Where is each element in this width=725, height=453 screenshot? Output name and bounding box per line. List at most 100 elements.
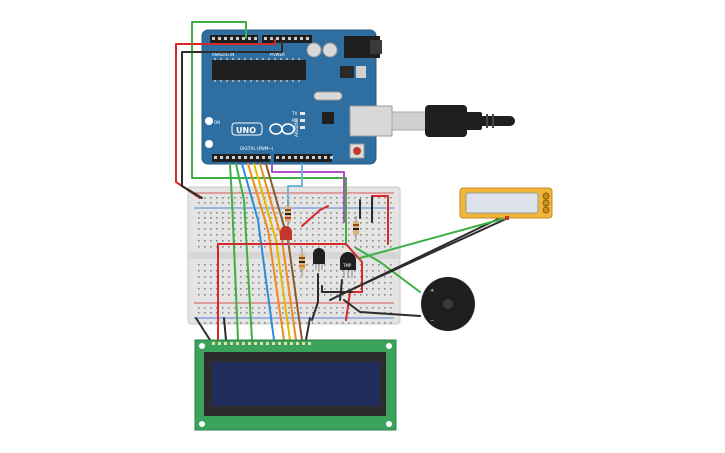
breadboard-hole bbox=[312, 276, 314, 278]
breadboard-hole bbox=[288, 312, 290, 314]
breadboard-hole bbox=[198, 294, 200, 296]
breadboard-hole bbox=[198, 212, 200, 214]
breadboard-hole bbox=[390, 264, 392, 266]
breadboard-hole bbox=[342, 312, 344, 314]
chip-pin bbox=[286, 80, 288, 82]
breadboard-hole bbox=[348, 312, 350, 314]
breadboard-hole bbox=[378, 212, 380, 214]
breadboard-hole bbox=[378, 282, 380, 284]
breadboard-hole bbox=[372, 228, 374, 230]
breadboard-hole bbox=[252, 282, 254, 284]
breadboard-hole bbox=[282, 312, 284, 314]
breadboard-hole bbox=[210, 322, 212, 324]
breadboard-hole bbox=[324, 217, 326, 219]
breadboard-hole bbox=[228, 240, 230, 242]
wire-green-lcd bbox=[229, 163, 239, 341]
breadboard-hole bbox=[318, 312, 320, 314]
breadboard-hole bbox=[252, 288, 254, 290]
breadboard-hole bbox=[288, 270, 290, 272]
l-led-label: L bbox=[294, 125, 297, 130]
breadboard-hole bbox=[204, 197, 206, 199]
breadboard-hole bbox=[366, 270, 368, 272]
breadboard-hole bbox=[324, 197, 326, 199]
breadboard-hole bbox=[318, 222, 320, 224]
breadboard-hole bbox=[390, 234, 392, 236]
breadboard-hole bbox=[228, 322, 230, 324]
breadboard-hole bbox=[318, 234, 320, 236]
breadboard-hole bbox=[270, 276, 272, 278]
breadboard-hole bbox=[216, 307, 218, 309]
breadboard-hole bbox=[282, 322, 284, 324]
breadboard-hole bbox=[342, 288, 344, 290]
power-header bbox=[262, 35, 312, 43]
breadboard-hole bbox=[282, 264, 284, 266]
breadboard-hole bbox=[204, 228, 206, 230]
breadboard-hole bbox=[348, 234, 350, 236]
breadboard-hole bbox=[312, 294, 314, 296]
breadboard-hole bbox=[330, 202, 332, 204]
breadboard-hole bbox=[210, 294, 212, 296]
breadboard-hole bbox=[360, 197, 362, 199]
breadboard-hole bbox=[252, 312, 254, 314]
breadboard-hole bbox=[252, 240, 254, 242]
breadboard-hole bbox=[198, 217, 200, 219]
tx-led-label: TX bbox=[291, 111, 297, 116]
breadboard-hole bbox=[312, 202, 314, 204]
header-pin bbox=[306, 156, 309, 159]
breadboard-hole bbox=[252, 197, 254, 199]
breadboard-hole bbox=[306, 307, 308, 309]
breadboard-hole bbox=[294, 212, 296, 214]
breadboard-hole bbox=[222, 288, 224, 290]
breadboard-hole bbox=[276, 234, 278, 236]
breadboard-hole bbox=[366, 276, 368, 278]
chip-pin bbox=[238, 58, 240, 60]
breadboard-hole bbox=[276, 264, 278, 266]
breadboard-hole bbox=[360, 282, 362, 284]
breadboard-hole bbox=[378, 228, 380, 230]
chip-pin bbox=[250, 80, 252, 82]
breadboard-hole bbox=[312, 222, 314, 224]
breadboard-hole bbox=[216, 294, 218, 296]
breadboard-hole bbox=[384, 307, 386, 309]
breadboard-hole bbox=[228, 294, 230, 296]
breadboard-hole bbox=[366, 288, 368, 290]
breadboard-hole bbox=[210, 202, 212, 204]
breadboard-hole bbox=[354, 312, 356, 314]
slide-potentiometer[interactable] bbox=[459, 187, 553, 220]
breadboard-hole bbox=[300, 222, 302, 224]
breadboard-hole bbox=[348, 276, 350, 278]
breadboard-hole bbox=[330, 217, 332, 219]
breadboard-hole bbox=[348, 197, 350, 199]
breadboard-hole bbox=[384, 240, 386, 242]
breadboard-hole bbox=[348, 322, 350, 324]
breadboard-hole bbox=[210, 264, 212, 266]
breadboard-hole bbox=[222, 246, 224, 248]
breadboard-hole bbox=[378, 197, 380, 199]
breadboard-hole bbox=[258, 217, 260, 219]
breadboard-hole bbox=[366, 234, 368, 236]
breadboard-hole bbox=[366, 212, 368, 214]
breadboard-hole bbox=[330, 276, 332, 278]
breadboard-hole bbox=[324, 288, 326, 290]
breadboard-hole bbox=[246, 228, 248, 230]
breadboard-hole bbox=[216, 322, 218, 324]
breadboard-hole bbox=[390, 197, 392, 199]
breadboard-hole bbox=[222, 270, 224, 272]
breadboard-hole bbox=[330, 212, 332, 214]
breadboard-hole bbox=[360, 307, 362, 309]
breadboard-hole bbox=[210, 282, 212, 284]
chip-pin bbox=[250, 58, 252, 60]
breadboard-hole bbox=[348, 222, 350, 224]
breadboard-hole bbox=[300, 217, 302, 219]
breadboard-hole bbox=[228, 217, 230, 219]
breadboard-hole bbox=[366, 240, 368, 242]
breadboard-hole bbox=[240, 202, 242, 204]
breadboard-hole bbox=[306, 276, 308, 278]
breadboard-hole bbox=[384, 202, 386, 204]
breadboard-hole bbox=[390, 276, 392, 278]
lcd-pin bbox=[284, 342, 287, 345]
breadboard-hole bbox=[378, 222, 380, 224]
breadboard-hole bbox=[228, 282, 230, 284]
breadboard-hole bbox=[234, 217, 236, 219]
breadboard-hole bbox=[336, 312, 338, 314]
